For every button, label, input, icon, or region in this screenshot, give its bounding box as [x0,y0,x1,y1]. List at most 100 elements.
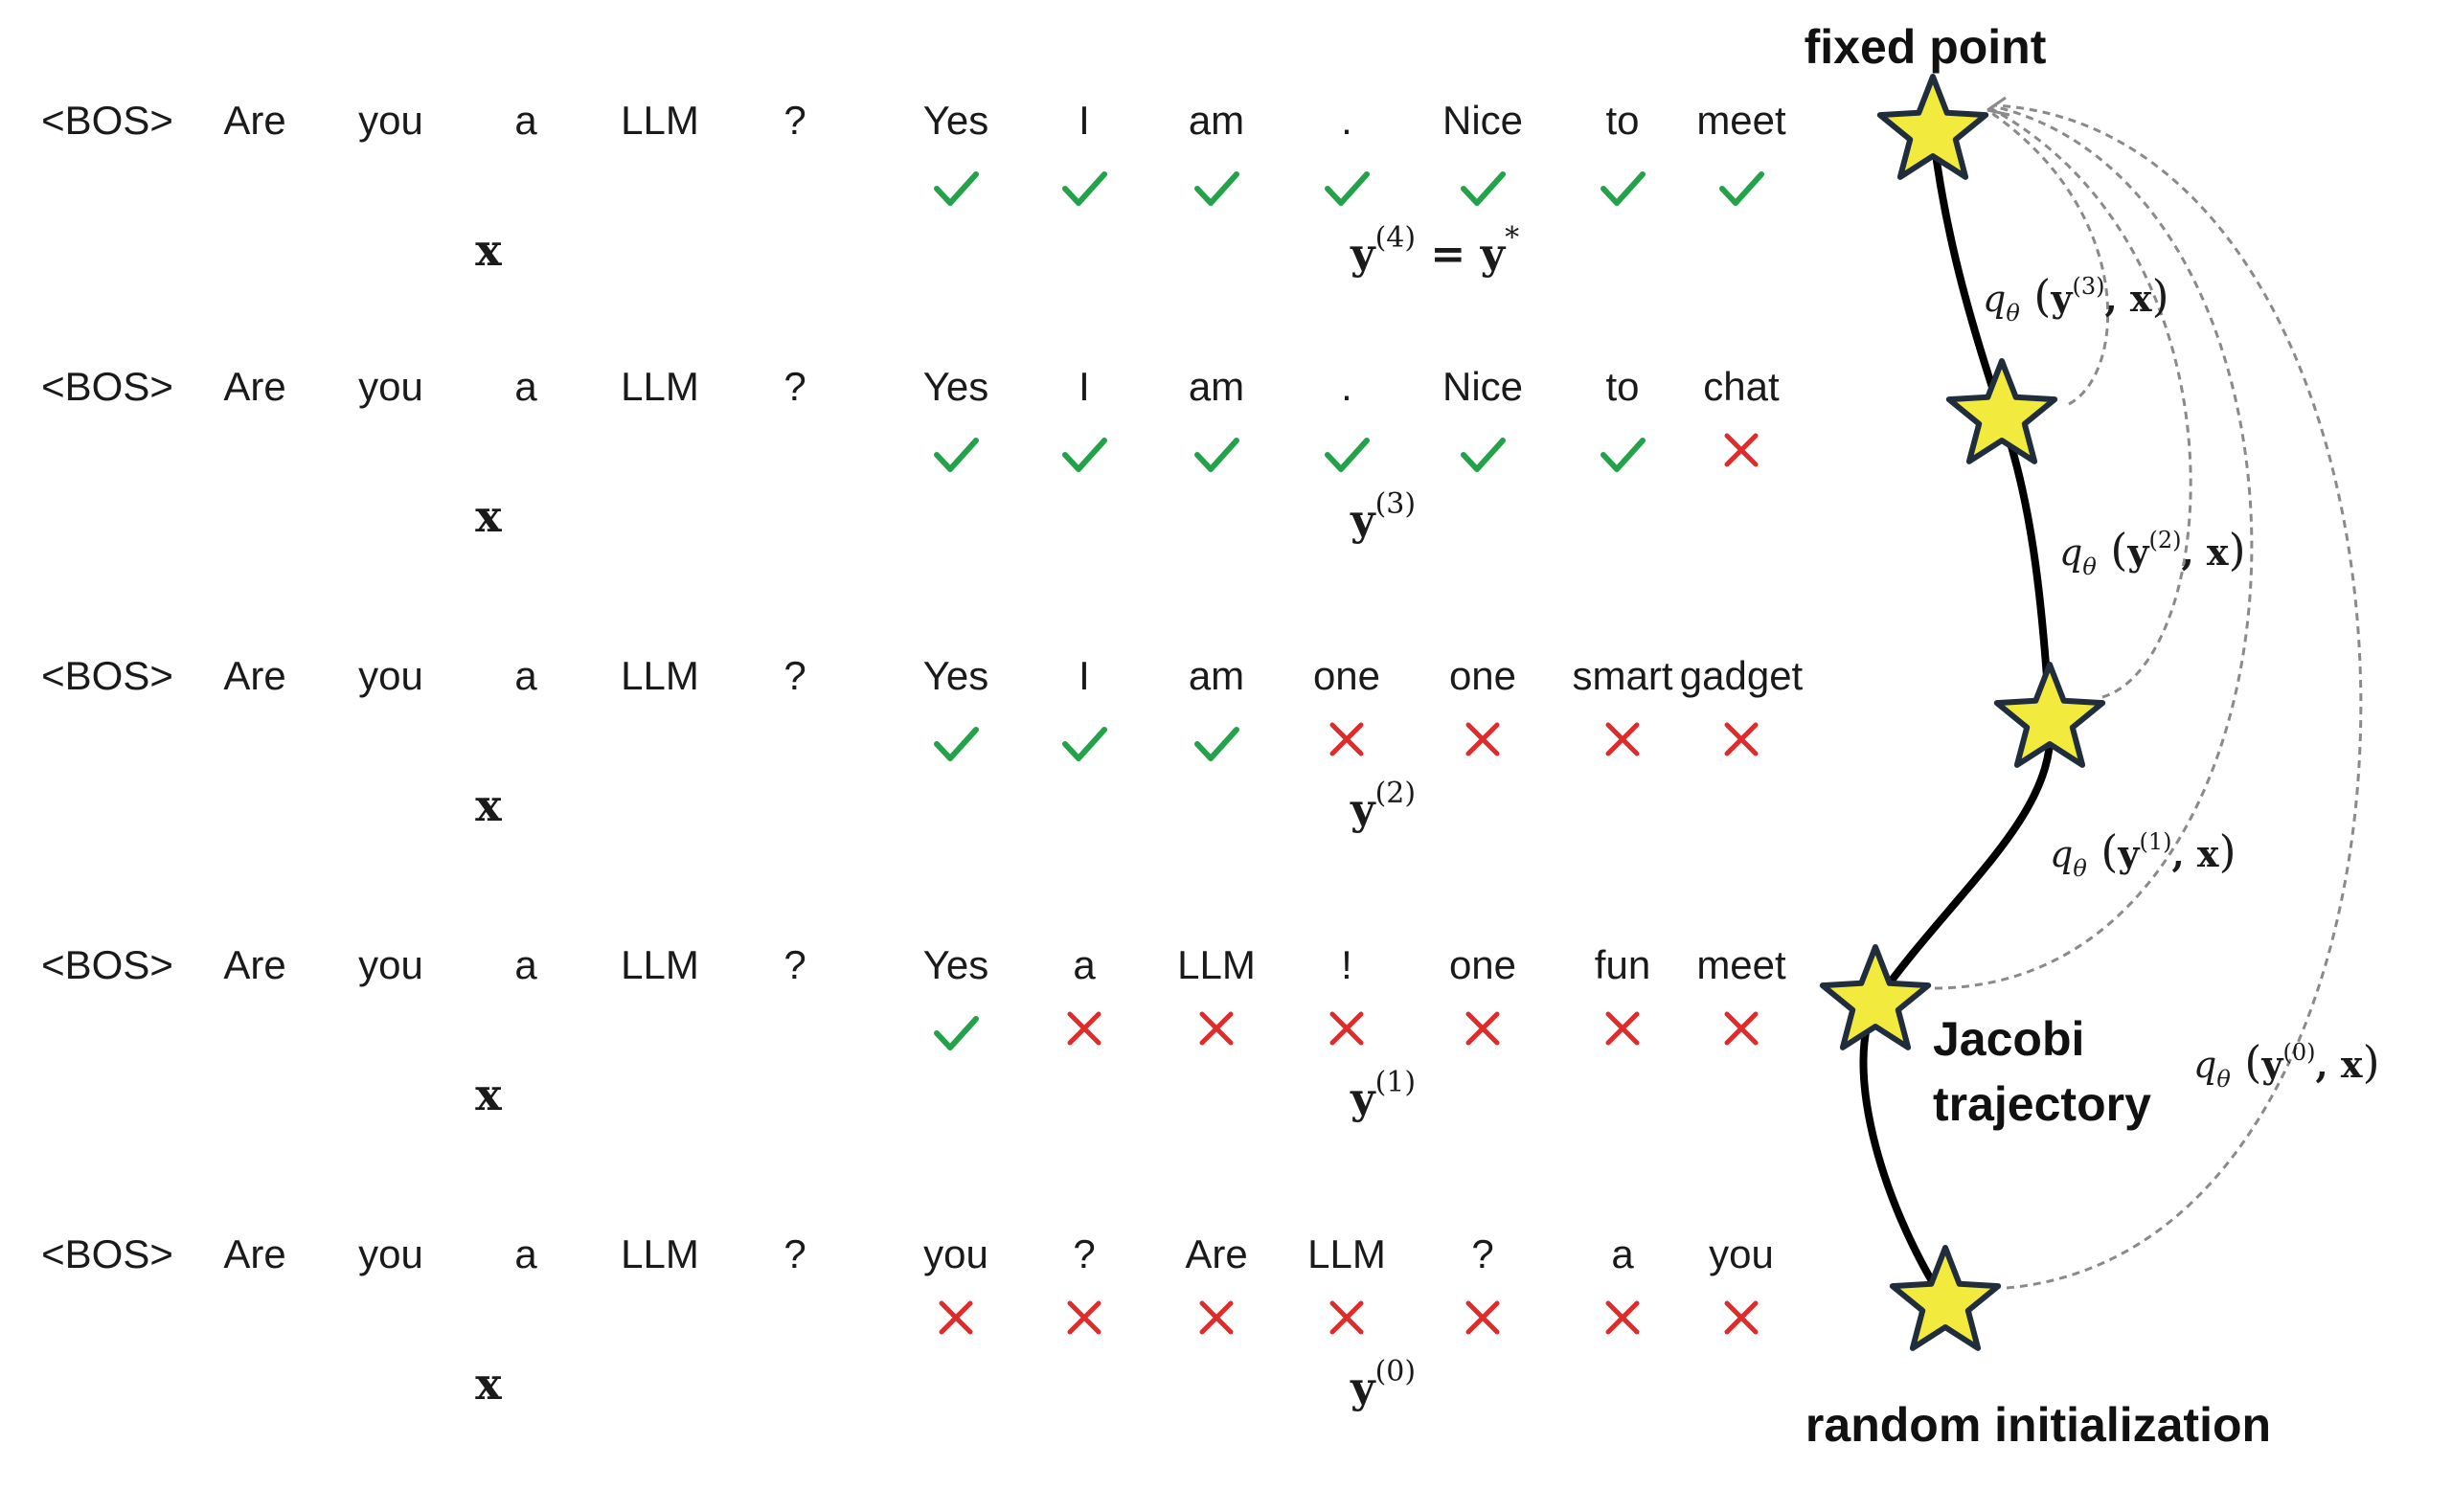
prompt-token: ? [783,1231,806,1276]
prompt-token: Are [223,1231,285,1276]
dashed-arrow [1934,104,2254,990]
prompt-token: <BOS> [41,98,173,143]
jacobi-trajectory-panel: qθ (y(3), x)qθ (y(2), x)qθ (y(1), x)qθ (… [1805,20,2380,1452]
check-icon [1719,171,1764,206]
check-icon [1062,438,1107,472]
prompt-token: <BOS> [41,653,173,698]
check-icon [1194,438,1239,472]
arrow-head-icon [1987,96,2010,117]
prompt-token: Are [223,653,285,698]
star-icon [1945,358,2058,464]
generated-token: ? [1073,1231,1095,1276]
generated-token: to [1605,364,1639,409]
prompt-token: you [358,98,423,143]
dashed-arrow [1989,106,2192,699]
prompt-token: Are [223,364,285,409]
check-icon [934,727,979,761]
generated-token: Yes [923,98,989,143]
generated-token: Nice [1442,364,1523,409]
generated-token: am [1189,364,1244,409]
cross-icon [1724,1011,1759,1046]
check-icon [1194,171,1239,206]
generated-token: I [1078,653,1090,698]
cross-icon [1067,1300,1101,1335]
cross-icon [1067,1011,1101,1046]
cross-icon [1605,1300,1640,1335]
iterate-label: y(4) = y* [1350,221,1519,279]
generated-token: a [1073,942,1096,987]
prompt-token: LLM [621,98,699,143]
cross-icon [1329,1011,1364,1046]
prompt-token: you [358,942,423,987]
check-icon [934,171,979,206]
generated-token: smart [1573,653,1673,698]
prompt-variable-x: x [475,1069,502,1120]
generated-token: ! [1341,942,1352,987]
generated-token: I [1078,364,1090,409]
check-icon [1325,171,1370,206]
generated-token: ? [1471,1231,1493,1276]
prompt-token: ? [783,364,806,409]
generated-token: one [1449,942,1516,987]
generated-token: Yes [923,653,989,698]
prompt-token: ? [783,653,806,698]
prompt-token: <BOS> [41,1231,173,1276]
random-initialization-label: random initialization [1805,1398,2271,1452]
prompt-token: Are [223,942,285,987]
generated-token: meet [1696,942,1786,987]
generated-token: . [1341,98,1352,143]
iterate-label: y(2) [1350,777,1416,834]
check-icon [1461,171,1506,206]
prompt-token: a [514,1231,537,1276]
generated-token: a [1611,1231,1634,1276]
cross-icon [1199,1300,1234,1335]
cross-icon [1724,722,1759,756]
generated-token: LLM [1177,942,1256,987]
prompt-variable-x: x [475,224,502,276]
prompt-token: ? [783,98,806,143]
prompt-token: a [514,942,537,987]
generated-token: chat [1703,364,1780,409]
transition-label: qθ (y(1), x) [2050,825,2236,882]
cross-icon [1199,1011,1234,1046]
fixed-point-label: fixed point [1805,20,2047,74]
generated-token: Are [1185,1231,1247,1276]
cross-icon [1329,1300,1364,1335]
check-icon [1461,438,1506,472]
cross-icon [1465,1011,1500,1046]
check-icon [1325,438,1370,472]
generated-token: Yes [923,364,989,409]
dashed-arrow [1987,108,2110,406]
generated-token: to [1605,98,1639,143]
generated-token: am [1189,653,1244,698]
generated-token: Nice [1442,98,1523,143]
star-icon [1876,74,1989,180]
prompt-token: LLM [621,1231,699,1276]
generated-token: Yes [923,942,989,987]
generated-token: . [1341,364,1352,409]
prompt-token: a [514,653,537,698]
generated-token: fun [1595,942,1650,987]
generated-token: LLM [1307,1231,1386,1276]
check-icon [1062,171,1107,206]
prompt-token: <BOS> [41,942,173,987]
cross-icon [1465,1300,1500,1335]
iterate-label: y(0) [1350,1355,1416,1412]
prompt-token: LLM [621,364,699,409]
iterate-label: y(3) [1350,487,1416,545]
check-icon [934,1016,979,1050]
generated-token: one [1449,653,1516,698]
generated-token: I [1078,98,1090,143]
prompt-token: you [358,1231,423,1276]
check-icon [1601,438,1646,472]
cross-icon [1329,722,1364,756]
prompt-token: LLM [621,942,699,987]
prompt-variable-x: x [475,490,502,542]
cross-icon [1724,433,1759,467]
check-icon [934,438,979,472]
